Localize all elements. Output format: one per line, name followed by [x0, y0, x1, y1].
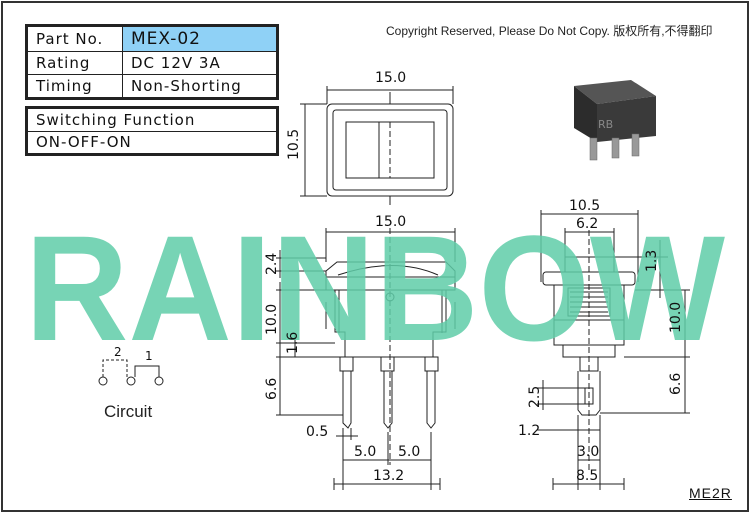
spec-row-part-no: Part No. MEX-02	[27, 25, 277, 53]
circuit-symbol	[98, 359, 164, 386]
circuit-pin-1: 1	[145, 349, 153, 363]
dim-side-body-height: 10.0	[668, 302, 684, 333]
function-header: Switching Function	[27, 108, 277, 132]
dim-hole-width: 1.2	[518, 423, 540, 439]
side-view	[537, 210, 690, 490]
spec-table: Part No. MEX-02 Rating DC 12V 3A Timing …	[25, 24, 279, 100]
timing-value: Non-Shorting	[122, 74, 277, 98]
top-view	[300, 86, 454, 205]
dim-top-height: 10.5	[286, 129, 302, 160]
spec-label: Part No.	[27, 25, 123, 53]
dim-side-width: 10.5	[569, 198, 600, 214]
dim-flange: 1.6	[285, 332, 301, 354]
spec-label: Timing	[27, 74, 123, 98]
dim-side-terminal-length: 6.6	[668, 373, 684, 395]
dim-pitch-right: 5.0	[398, 444, 420, 460]
front-view	[276, 228, 456, 490]
spec-row-timing: Timing Non-Shorting	[27, 74, 277, 98]
dim-terminal-width: 3.0	[577, 444, 599, 460]
dim-side-inner: 6.2	[576, 216, 598, 232]
product-photo: RB	[574, 80, 656, 161]
dim-hole-height: 2.5	[527, 386, 543, 408]
part-number-value: MEX-02	[122, 25, 277, 53]
dim-top-width: 15.0	[375, 70, 406, 86]
dim-body-height: 10.0	[264, 304, 280, 335]
dim-pitch-left: 5.0	[354, 444, 376, 460]
dim-front-width: 15.0	[375, 214, 406, 230]
dim-rocker-height: 2.4	[264, 253, 280, 275]
circuit-label: Circuit	[104, 402, 153, 421]
dim-terminal-thickness: 0.5	[306, 424, 328, 440]
dim-terminal-span: 13.2	[373, 468, 404, 484]
dim-terminal-length: 6.6	[264, 378, 280, 400]
function-value: ON-OFF-ON	[27, 130, 277, 154]
spec-row-rating: Rating DC 12V 3A	[27, 51, 277, 76]
rainbow-watermark: RAINBOW	[25, 204, 725, 372]
circuit-pin-2: 2	[114, 345, 122, 359]
photo-marking: RB	[598, 118, 613, 131]
function-table: Switching Function ON-OFF-ON	[25, 106, 279, 156]
dim-base-width: 8.5	[576, 468, 598, 484]
copyright-notice: Copyright Reserved, Please Do Not Copy. …	[386, 24, 713, 38]
model-code: ME2R	[689, 485, 732, 501]
dim-side-rocker: 1.3	[644, 250, 660, 272]
